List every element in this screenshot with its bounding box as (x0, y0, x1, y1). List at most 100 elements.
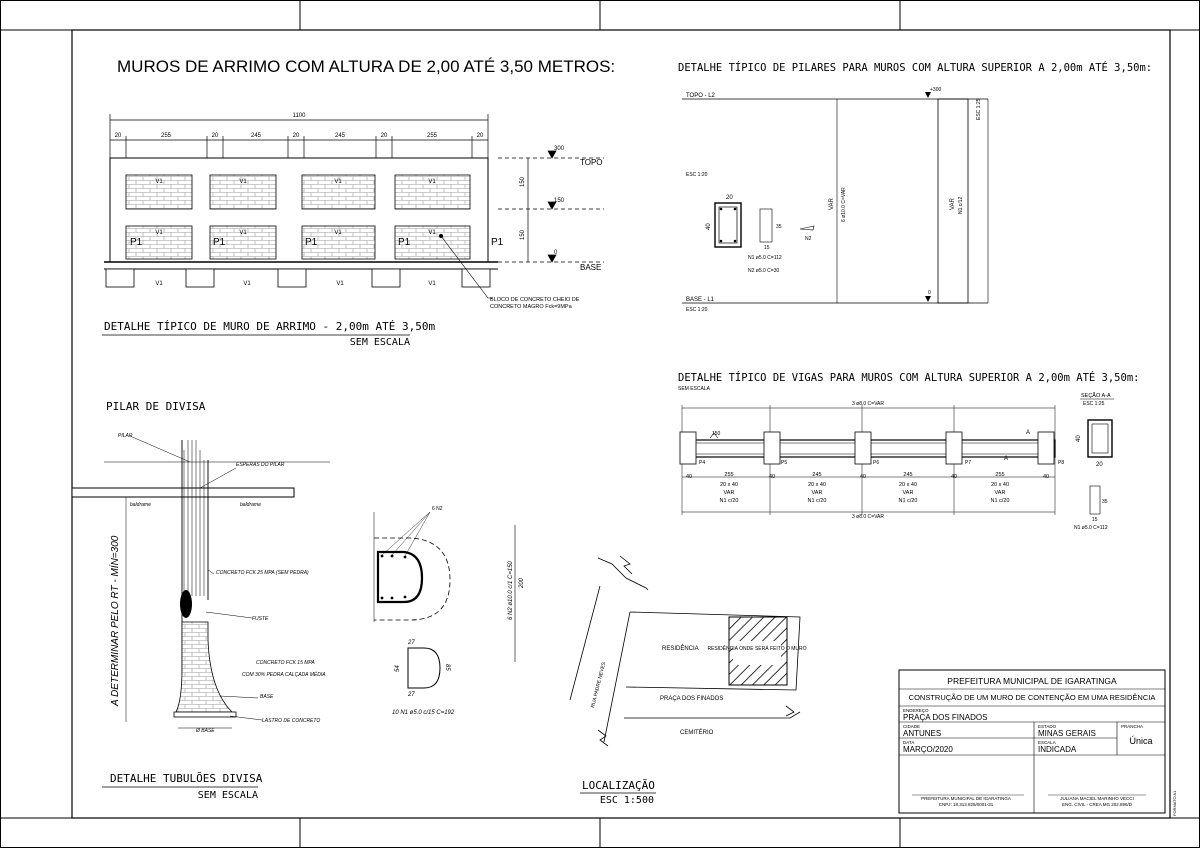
span-stir: N1 c/20 (720, 498, 739, 504)
pillar-esc-top: ESC 1:25 (976, 98, 982, 120)
stirrup-54: 54 (395, 665, 401, 672)
tb-estado: MINAS GERAIS (1038, 729, 1096, 738)
tub-fuste: FUSTE (252, 616, 269, 622)
tb-prancha: Única (1129, 736, 1152, 746)
stirrup-spec: 10 N1 ø5.0 c/15 C=192 (392, 710, 455, 716)
span-sec: 20 x 40 (899, 482, 917, 488)
pillar-detail: DETALHE TÍPICO DE PILARES PARA MUROS COM… (678, 61, 1152, 313)
tb-data-label: DATA (903, 740, 914, 745)
pillar-level-base: 0 (928, 290, 931, 296)
beam-pillar: P6 (873, 460, 879, 466)
section-w: 20 (1096, 462, 1103, 468)
beam-label: V1 (428, 281, 436, 287)
pillar-var: VAR (950, 197, 956, 210)
pillar-var-sub: N1 c/12 (958, 197, 964, 214)
span-var: VAR (812, 490, 823, 496)
section-label: SEÇÃO A-A (1081, 392, 1111, 399)
tb-endereco: PRAÇA DOS FINADOS (903, 713, 987, 722)
pillar-title: DETALHE TÍPICO DE PILARES PARA MUROS COM… (678, 61, 1152, 74)
tb-cidade-label: CIDADE (903, 724, 920, 729)
beam-scale: SEM ESCALA (678, 386, 711, 392)
level-mid: 150 (554, 198, 565, 204)
stirrup-27: 27 (407, 640, 415, 646)
esc-section: ESC 1:20 (686, 172, 708, 178)
block-note: BLOCO DE CONCRETO CHEIO DE (490, 297, 580, 303)
beam-detail: DETALHE TÍPICO DE VIGAS PARA MUROS COM A… (678, 371, 1139, 531)
tb-estado-label: ESTADO (1038, 724, 1057, 729)
level-top-label: TOPO (580, 158, 603, 167)
cut-mark: A (1004, 456, 1008, 462)
support-dim: 40 (951, 474, 957, 480)
wall-dim: 245 (335, 133, 346, 139)
beam-label: V1 (243, 281, 251, 287)
wall-total-dim: 1100 (293, 113, 307, 119)
beam-label: V1 (155, 281, 163, 287)
tb-cidade: ANTUNES (903, 729, 941, 738)
span-stir: N1 c/20 (899, 498, 918, 504)
span-sec: 20 x 40 (991, 482, 1009, 488)
tub-o-base: Ø BASE (195, 728, 215, 734)
block-note: CONCRETO MAGRO Fck=9MPa (490, 304, 573, 310)
loc-caption-scale: ESC 1:500 (600, 795, 654, 806)
span-var: VAR (903, 490, 914, 496)
stirrup-detail: 6 N2 27 27 54 85 10 N1 ø5.0 c/15 C=192 6… (373, 506, 525, 716)
loc-caption: LOCALIZAÇÃO (582, 779, 655, 792)
support-dim: 40 (769, 474, 775, 480)
span-var: VAR (724, 490, 735, 496)
span-stir: N1 c/20 (808, 498, 827, 504)
span-stir: N1 c/20 (991, 498, 1010, 504)
panel-label: V1 (428, 179, 436, 185)
support-dim: 40 (686, 474, 692, 480)
wall-dim: 255 (427, 133, 438, 139)
wall-elevation: 1100 20 255 20 245 20 245 20 255 20 (102, 113, 604, 348)
tb-sign-left-2: CNPJ: 18.313.825/0001-31 (939, 802, 994, 807)
tb-prancha-label: PRANCHA (1121, 724, 1143, 729)
loc-praca: PRAÇA DOS FINADOS (660, 696, 723, 702)
support-dim: 40 (860, 474, 866, 480)
span-len: 245 (812, 472, 821, 478)
panel-label: V1 (155, 230, 163, 236)
tb-sign-right-2: ENG. CIVIL - CREA MG 202.896/D (1062, 802, 1133, 807)
panel-label: V1 (239, 179, 247, 185)
wall-dim: 20 (477, 133, 484, 139)
tb-sign-right-1: JULIANA MACIEL MARINHO VECCI (1060, 796, 1134, 801)
tb-escala: INDICADA (1038, 745, 1077, 754)
tub-baldrame: baldrame (240, 502, 261, 508)
loc-residencia: RESIDÊNCIA (662, 644, 699, 652)
tb-escala-label: ESCALA (1038, 740, 1056, 745)
tub-caption: DETALHE TUBULÕES DIVISA (110, 772, 263, 785)
level-base: 0 (554, 250, 558, 256)
section-h: 40 (1076, 435, 1082, 442)
pillar-dim-35: 35 (776, 224, 782, 230)
tb-side-code: FORMATO A1 (1172, 790, 1177, 816)
span-len: 255 (995, 472, 1004, 478)
pillar-n1-spec: N1 ø5.0 C=112 (748, 255, 782, 261)
beam-level: 150 (712, 431, 721, 437)
tb-project: CONSTRUÇÃO DE UM MURO DE CONTENÇÃO EM UM… (909, 693, 1156, 702)
panel-label: V1 (239, 230, 247, 236)
stirrup-vertical-spec: 6 N2 ø10.0 c/1 C=150 (508, 560, 514, 620)
beam-pillar: P4 (699, 460, 705, 466)
section-scale: ESC 1:25 (1083, 401, 1105, 407)
wall-dim: 20 (381, 133, 388, 139)
pillar-level-top: +300 (930, 87, 941, 93)
tb-org: PREFEITURA MUNICIPAL DE IGARATINGA (947, 676, 1117, 686)
wall-dim: 20 (115, 133, 122, 139)
esc-base: ESC 1:20 (686, 307, 708, 313)
pillar-label: P1 (398, 237, 411, 248)
beam-top-bars: 3 ø8.0 C=VAR (852, 401, 884, 407)
beam-label: V1 (336, 281, 344, 287)
beam-pillar: P7 (965, 460, 971, 466)
loc-hatch-note: RESIDÊNCIA ONDE SERÁ FEITO O MURO (707, 644, 806, 652)
pillar-label: P1 (130, 237, 143, 248)
span-sec: 20 x 40 (720, 482, 738, 488)
tub-caption-scale: SEM ESCALA (198, 790, 258, 801)
pillar-var-sub: 6 ø10.0 C=VAR (841, 187, 847, 222)
pillar-var: VAR (829, 197, 835, 210)
beam-pillar: P5 (781, 460, 787, 466)
height-dim: 150 (520, 176, 526, 187)
wall-dim: 255 (161, 133, 172, 139)
stirrup-w: 15 (1092, 517, 1098, 523)
loc-rua: RUA PADRE NEVES (590, 661, 607, 709)
